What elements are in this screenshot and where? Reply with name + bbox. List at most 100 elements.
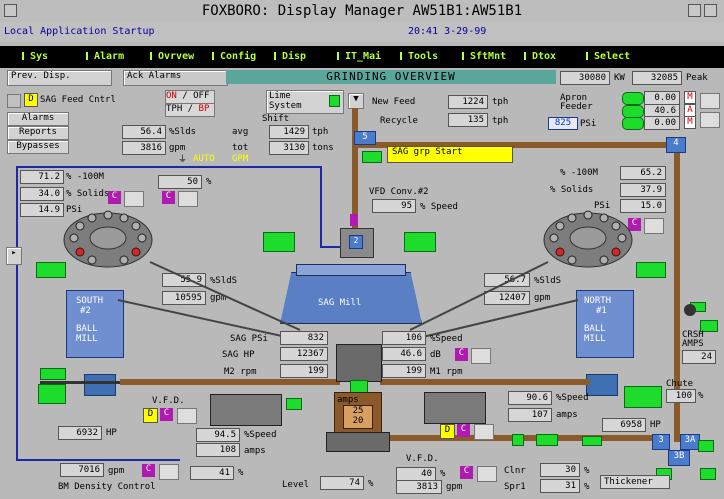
menu-select[interactable]: Select [585,51,631,62]
kw-value: 30080 [560,71,610,85]
apron-label: Apron [560,93,588,103]
north-pump[interactable] [624,386,662,408]
trend-icon[interactable] [471,348,491,364]
prev-display-button[interactable]: Prev. Disp. [7,70,112,86]
spr-unit: % [584,482,590,492]
c-badge[interactable]: C [108,191,121,204]
trend-icon[interactable] [644,218,664,234]
sag-left-valve[interactable] [263,232,295,252]
conveyor-indicator [350,214,358,226]
peak-value: 32085 [632,71,682,85]
conveyor-5-icon[interactable]: 5 [354,131,376,145]
c-badge[interactable]: C [460,466,473,479]
c-badge[interactable]: C [142,464,155,477]
c-badge[interactable]: C [160,408,173,421]
loop-line [16,166,18,460]
left-gpm-value: 10595 [162,291,206,305]
conveyor-4-icon[interactable]: 4 [666,137,686,153]
sump-amps-2: 20 [352,416,364,426]
feeder1-icon[interactable] [622,92,644,105]
conveyor-3-icon[interactable]: 3 [652,434,670,450]
vfd-left-speed-value: 94.5 [196,428,240,442]
spr-label: Spr1 [504,482,526,492]
c-badge[interactable]: C [457,424,470,437]
gpm-value: 3816 [122,141,166,155]
trend-icon[interactable] [178,191,198,207]
c-badge[interactable]: C [162,191,175,204]
trend-icon[interactable] [7,94,21,108]
bm-percent-value: 41 [190,466,234,480]
left-psi-value: 14.9 [20,203,64,217]
vfd-bottom-label: V.F.D. [406,454,439,464]
bypasses-button[interactable]: Bypasses [7,140,69,154]
sag-right-valve[interactable] [404,232,436,252]
menu-sys[interactable]: Sys [21,51,49,62]
status-bar: Local Application Startup 20:41 3-29-99 [0,22,724,42]
solids-value: 56.4 [122,125,166,139]
d-badge[interactable]: D [440,424,455,439]
trend-icon[interactable] [474,424,494,440]
right-gpm-value: 12407 [484,291,530,305]
thickener-label[interactable]: Thickener [600,475,670,489]
menu-config[interactable]: Config [211,51,257,62]
d-badge[interactable]: D [24,93,38,107]
lime-system-button[interactable]: Lime System [266,90,344,114]
window-menu-button[interactable] [4,4,17,17]
expand-arrow-icon[interactable]: ▸ [6,247,22,265]
pump-base [326,432,390,452]
left-100m-value: 71.2 [20,170,64,184]
m1-rpm-unit: M1 rpm [430,367,463,377]
right-cyclone-valve[interactable] [636,262,666,278]
menu-ovrvew[interactable]: Ovrvew [149,51,195,62]
north-ball-mill[interactable] [576,290,634,358]
south-pump-arrow[interactable] [40,368,66,380]
thickener-pump[interactable] [536,434,558,446]
recycle-label: Recycle [380,116,418,126]
sag-group-start-button[interactable]: SAG grp Start [387,146,513,163]
conveyor-3a-icon[interactable]: 3A [680,434,700,450]
thickener-valve[interactable] [512,434,524,446]
c-badge[interactable]: C [455,348,468,361]
trend-icon[interactable] [124,191,144,207]
menu-sftmnt[interactable]: SftMnt [461,51,507,62]
window-titlebar: FOXBORO: Display Manager AW51B1:AW51B1 [0,0,724,23]
loop-line [320,246,342,248]
left-cyclone-cluster[interactable] [60,208,156,268]
menu-dtox[interactable]: Dtox [523,51,557,62]
south-ball-mill[interactable] [66,290,124,358]
trend-icon[interactable] [177,408,197,424]
menu-disp[interactable]: Disp [273,51,307,62]
alarms-button[interactable]: Alarms [7,112,69,126]
d-badge[interactable]: D [143,408,158,423]
reports-button[interactable]: Reports [7,126,69,140]
menu-alarm[interactable]: Alarm [85,51,125,62]
right-cyclone-cluster[interactable] [540,208,636,268]
clnr-value: 30 [540,463,580,477]
feeder3-mode[interactable]: M [684,116,696,129]
trend-icon[interactable] [477,466,497,482]
left-cyclone-valve[interactable] [36,262,66,278]
left-psi-unit: PSi [66,205,83,215]
on-off-toggle[interactable]: ON / OFF [165,90,215,104]
trend-icon[interactable] [159,464,179,480]
south-pump[interactable] [38,384,66,404]
tph-bp-toggle[interactable]: TPH / BP [165,103,215,117]
level-label: Level [282,480,310,490]
c-badge[interactable]: C [628,218,641,231]
feeder3-icon[interactable] [622,117,644,130]
vfd-conv2-value: 95 [372,199,416,213]
tot-label: tot [232,143,249,153]
maximize-button[interactable] [704,4,717,17]
feeder1-mode[interactable]: M [684,91,696,104]
crusher-status [700,320,718,332]
page-title: GRINDING OVERVIEW [226,70,556,84]
menu-tools[interactable]: Tools [399,51,439,62]
menu-it-mai[interactable]: IT_Mai [336,51,382,62]
conveyor-3b-icon[interactable]: 3B [668,450,690,466]
avg-value: 1429 [269,125,309,139]
bm-density-label: BM Density Control [58,482,156,492]
trend-icon[interactable] [700,112,720,128]
minimize-button[interactable] [688,4,701,17]
vfd-left-speed-unit: %Speed [244,430,277,440]
trend-icon[interactable] [700,93,720,109]
